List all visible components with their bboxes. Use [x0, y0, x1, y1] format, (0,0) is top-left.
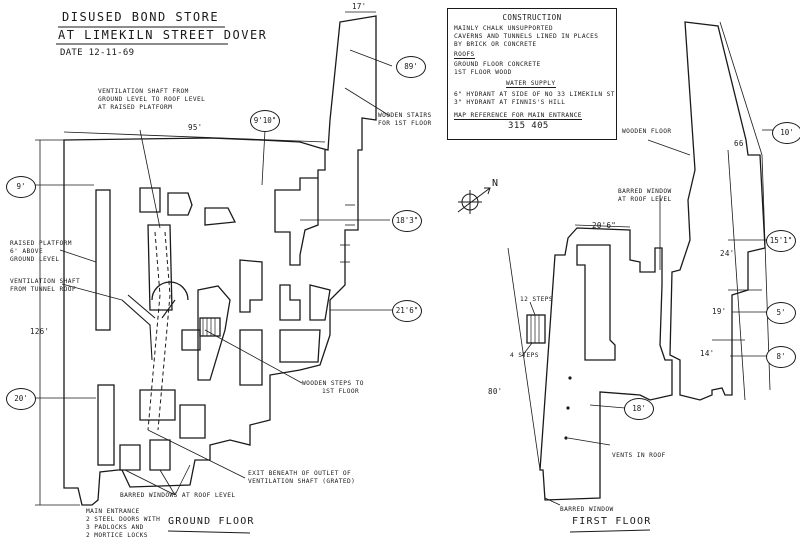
drawing-title-line2: at Limekiln Street Dover [58, 28, 268, 42]
note-vent-shaft-tunnel: from tunnel roof [10, 286, 77, 293]
map-ref-value: 315 405 [508, 121, 549, 131]
dim-ground-top-width: 17' [352, 2, 367, 11]
map-ref-label: Map reference for main entrance [454, 112, 582, 120]
note-wooden-steps: Wooden steps to [302, 380, 364, 387]
dim-circle-left-bottom: 20' [6, 388, 36, 410]
drawing-title-line1: Disused Bond Store [62, 10, 220, 24]
first-floor-label: First Floor [572, 516, 652, 527]
note-steps-12: 12 steps [520, 296, 554, 303]
dim-circle-top-right: 89' [396, 56, 426, 78]
construction-line: caverns and tunnels lined in places [454, 33, 599, 40]
north-arrow [457, 187, 491, 214]
north-label: N [492, 178, 500, 189]
note-vents: Vents in roof [612, 452, 666, 459]
note-main-entrance: 2 mortice locks [86, 532, 148, 539]
note-wooden-steps: 1st floor [322, 388, 360, 395]
note-raised-platform: ground level [10, 256, 60, 263]
dim-circle-15: 15'1" [766, 230, 796, 252]
note-vent-shaft-tunnel: Ventilation shaft [10, 278, 81, 285]
note-main-entrance: Main entrance [86, 508, 140, 515]
drawing-date: Date 12-11-69 [60, 48, 135, 58]
first-floor-outline [669, 21, 766, 401]
dim-circle-right-1: 18'3" [392, 210, 422, 232]
dim-circle-8: 8' [766, 346, 796, 368]
note-exit: Exit beneath of outlet of [248, 470, 352, 477]
note-barred-window-roof: Barred window [618, 188, 672, 195]
dim-circle-left-top: 9' [6, 176, 36, 198]
dim-first-right-2: 24' [720, 249, 735, 258]
water-line: 6" hydrant at side of No 33 Limekiln St [454, 91, 615, 98]
note-barred-windows: Barred windows at roof level [120, 492, 236, 499]
note-vent-shaft: Ventilation shaft from [98, 88, 189, 95]
dim-ground-main-width: 95' [188, 123, 203, 132]
roofs-label: Roofs [454, 51, 475, 59]
water-heading: Water Supply [506, 80, 556, 88]
construction-line: Mainly chalk unsupported [454, 25, 554, 32]
note-vent-shaft: at raised platform [98, 104, 173, 111]
construction-heading: Construction [502, 13, 562, 22]
note-barred-window-roof: at roof level [618, 196, 672, 203]
dim-first-length: 80' [488, 387, 503, 396]
note-barred-window: Barred window [560, 506, 614, 513]
dim-first-right-3: 19' [712, 307, 727, 316]
dim-first-right-4: 14' [700, 349, 715, 358]
dim-circle-right-2: 21'6" [392, 300, 422, 322]
dim-ground-length: 126' [30, 327, 50, 336]
note-main-entrance: 3 padlocks and [86, 524, 144, 531]
dim-circle-10: 10' [772, 122, 800, 144]
note-wooden-stairs-upper: Wooden stairs [378, 112, 432, 119]
roof-line: 1st floor wood [454, 69, 512, 76]
dim-circle-5: 5' [766, 302, 796, 324]
ground-floor-label: Ground Floor [168, 516, 255, 527]
dim-circle-center: 9'10" [250, 110, 280, 132]
construction-box: Construction Mainly chalk unsupported ca… [447, 8, 617, 140]
note-wooden-stairs-upper: for 1st floor [378, 120, 432, 127]
note-exit: ventilation shaft (grated) [248, 478, 356, 485]
dim-first-top-width: 20'6" [592, 221, 617, 230]
note-wooden-floor: Wooden floor [622, 128, 672, 135]
roof-line: Ground floor concrete [454, 61, 541, 68]
dim-first-right-1: 66' [734, 139, 749, 148]
note-steps-4: 4 steps [510, 352, 539, 359]
water-line: 3" hydrant at Finnis's Hill [454, 99, 566, 106]
ground-floor-outline [63, 15, 377, 506]
note-raised-platform: Raised platform [10, 240, 72, 247]
dim-circle-18: 18' [624, 398, 654, 420]
note-vent-shaft: ground level to roof level [98, 96, 206, 103]
note-raised-platform: 6' above [10, 248, 44, 255]
construction-line: by brick or concrete [454, 41, 537, 48]
note-main-entrance: 2 steel doors with [86, 516, 161, 523]
